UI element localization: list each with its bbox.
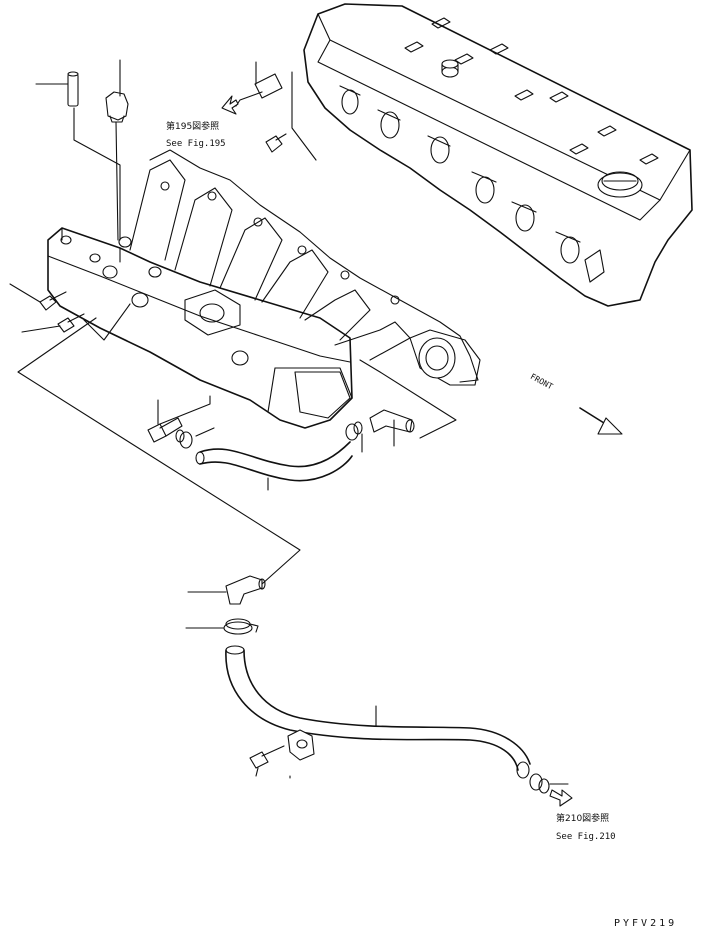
document-id: PYFV219 xyxy=(614,918,678,929)
plug-nut-top xyxy=(105,91,129,123)
ref-195-see: See Fig.195 xyxy=(166,139,226,149)
front-arrow xyxy=(579,407,623,435)
union-fitting-top xyxy=(235,73,283,107)
ref-210-cjk: 第210図参照 xyxy=(556,814,610,824)
bolt-left-1 xyxy=(39,291,67,311)
ref-210-see: See Fig.210 xyxy=(556,832,616,842)
hose-clamp-upper-left xyxy=(175,429,193,449)
intake-manifold xyxy=(47,149,481,429)
hose-clamp-lower-top xyxy=(223,618,259,635)
hose-clamp-lower-bottom xyxy=(529,773,550,794)
hose-clamp-upper-right xyxy=(345,421,363,441)
elbow-fitting-upper xyxy=(147,417,183,443)
hose-bracket xyxy=(287,729,315,761)
bolt-lower xyxy=(249,745,285,769)
fitting-pipe-top xyxy=(67,71,79,107)
bolt-top xyxy=(265,133,287,153)
elbow-fitting-lower xyxy=(225,575,266,605)
elbow-fitting-upper-right xyxy=(369,409,415,433)
ref-arrow-195 xyxy=(221,95,239,115)
hose-upper xyxy=(195,441,353,482)
ref-195-cjk: 第195図参照 xyxy=(166,122,220,132)
leader-lines xyxy=(9,59,569,785)
hose-lower xyxy=(225,645,531,779)
cylinder-head xyxy=(303,3,693,307)
bolt-left-2 xyxy=(57,313,85,333)
ref-arrow-210 xyxy=(549,789,573,807)
